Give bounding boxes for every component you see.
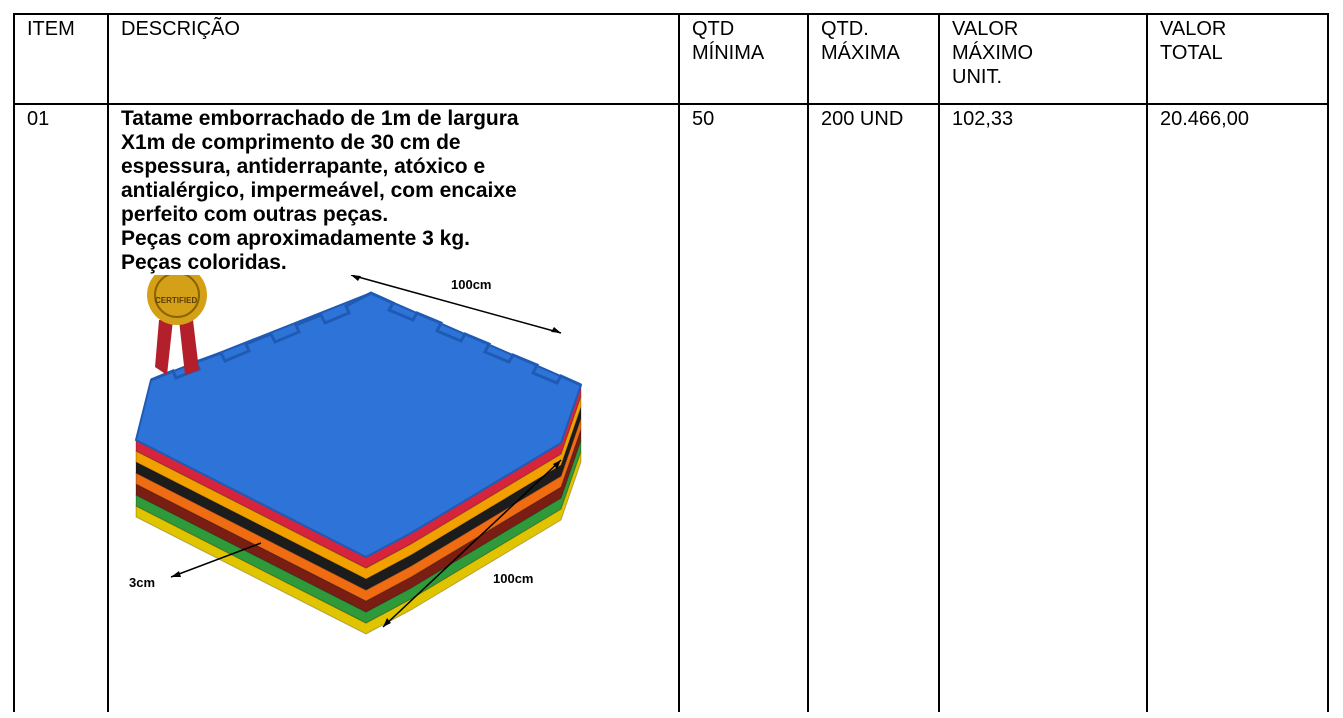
cell-description: Tatame emborrachado de 1m de largura X1m…: [107, 103, 680, 712]
arrow-head: [383, 618, 391, 627]
description-text: Tatame emborrachado de 1m de largura X1m…: [121, 107, 666, 275]
description-line: espessura, antiderrapante, atóxico e: [121, 155, 486, 178]
cell-qty-max: 200 UND: [807, 103, 940, 712]
dimension-top-label: 100cm: [451, 277, 492, 292]
header-qty-max: QTD. MÁXIMA: [807, 13, 940, 105]
header-qty-max-label: QTD. MÁXIMA: [821, 18, 900, 64]
description-line: Tatame emborrachado de 1m de largura: [121, 107, 519, 130]
certified-seal-icon: [147, 265, 207, 375]
arrow-head: [551, 327, 561, 333]
cell-max-unit-value: 102,33: [938, 103, 1148, 712]
header-item-label: ITEM: [27, 18, 75, 40]
header-qty-min-label: QTD MÍNIMA: [692, 18, 765, 64]
dimension-arrow-right: [382, 459, 562, 628]
header-description: DESCRIÇÃO: [107, 13, 680, 105]
dimension-arrow-thickness: [170, 542, 262, 578]
header-total-value-label: VALOR TOTAL: [1160, 18, 1227, 64]
arrow-head: [171, 571, 181, 577]
description-line: antialérgico, impermeável, com encaixe: [121, 179, 517, 202]
seal-label: CERTIFIED: [155, 296, 198, 305]
header-max-unit-value: VALOR MÁXIMO UNIT.: [938, 13, 1148, 105]
mat-top-surface: [134, 291, 583, 559]
arrow-head: [553, 460, 561, 469]
dimension-arrow-top: [350, 274, 562, 334]
description-line: Peças com aproximadamente 3 kg.: [121, 227, 470, 250]
description-line: X1m de comprimento de 30 cm de: [121, 131, 461, 154]
header-row: ITEM DESCRIÇÃO QTD MÍNIMA QTD. MÁXIMA VA…: [13, 13, 1329, 105]
cell-item: 01: [13, 103, 109, 712]
header-item: ITEM: [13, 13, 109, 105]
cell-qty-min: 50: [678, 103, 809, 712]
table-row: 01 Tatame emborrachado de 1m de largura …: [13, 103, 1329, 712]
header-max-unit-value-label: VALOR MÁXIMO UNIT.: [952, 18, 1034, 88]
cell-total-value: 20.466,00: [1146, 103, 1329, 712]
header-total-value: VALOR TOTAL: [1146, 13, 1329, 105]
header-qty-min: QTD MÍNIMA: [678, 13, 809, 105]
arrow-head: [351, 275, 361, 281]
description-line: Peças coloridas.: [121, 251, 287, 274]
header-description-label: DESCRIÇÃO: [121, 18, 240, 40]
item-table: ITEM DESCRIÇÃO QTD MÍNIMA QTD. MÁXIMA VA…: [13, 13, 1329, 712]
description-line: perfeito com outras peças.: [121, 203, 389, 226]
tatami-mat-illustration: [134, 265, 583, 635]
product-image: 100cm 100cm 3cm CERTIFIED: [121, 265, 621, 665]
dimension-right-label: 100cm: [493, 571, 534, 586]
mat-puzzle-edge: [150, 291, 582, 387]
dimension-thickness-label: 3cm: [129, 575, 156, 590]
